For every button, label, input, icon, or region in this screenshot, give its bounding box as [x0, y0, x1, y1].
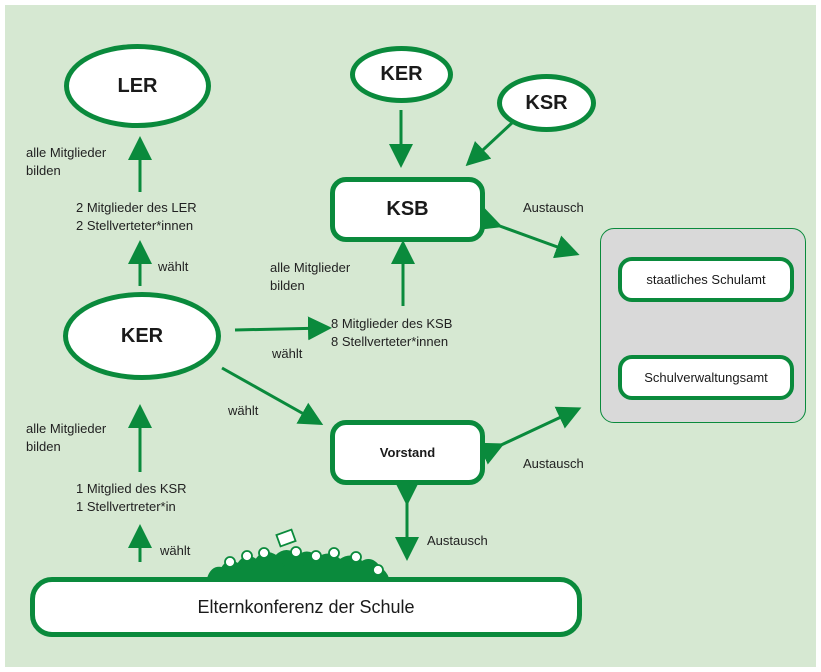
- ksb-form-label: alle Mitglieder bilden: [270, 260, 351, 293]
- arrow-ksr-to-ksb: [465, 120, 515, 167]
- elternkonferenz-node: Elternkonferenz der Schule: [30, 577, 582, 637]
- ksr-members-label: 1 Mitglied des KSR 1 Stellvertreter*in: [76, 481, 187, 514]
- vorstand-label: Vorstand: [379, 445, 436, 460]
- ker-main-label: KER: [120, 324, 164, 347]
- ler-label: LER: [117, 74, 158, 97]
- ksb-members-label: 8 Mitglieder des KSB 8 Stellverteter*inn…: [331, 316, 453, 349]
- schulverwaltungsamt-node: Schulverwaltungsamt: [618, 355, 794, 400]
- ksb-elect-label: wählt: [272, 346, 303, 361]
- ker-form-label: alle Mitglieder bilden: [26, 421, 107, 454]
- ler-form-label: alle Mitglieder bilden: [26, 145, 107, 178]
- vorstand-node: Vorstand: [330, 420, 485, 485]
- arrow-ksb-exchange: [475, 207, 580, 259]
- exchange-vorstand-label: Austausch: [523, 456, 584, 471]
- ler-elect-label: wählt: [158, 259, 189, 274]
- ksr-node: KSR: [497, 74, 596, 132]
- arrow-ker-to-vorstand: [221, 366, 324, 425]
- exchange-elternkonferenz-label: Austausch: [427, 533, 488, 548]
- schulverwaltungsamt-label: Schulverwaltungsamt: [644, 370, 768, 385]
- vorstand-elect-label: wählt: [228, 403, 259, 418]
- ksb-label: KSB: [386, 198, 429, 220]
- elternkonferenz-label: Elternkonferenz der Schule: [197, 596, 415, 617]
- ler-members-label: 2 Mitglieder des LER 2 Stellverteter*inn…: [76, 200, 197, 233]
- ker-main-node: KER: [63, 292, 221, 380]
- ker-top-label: KER: [380, 63, 423, 85]
- arrow-ker-to-ksb-members: [234, 316, 332, 341]
- schulamt-label: staatliches Schulamt: [646, 272, 766, 287]
- crowd-illustration: [206, 528, 390, 579]
- ker-top-node: KER: [350, 46, 453, 103]
- ksb-node: KSB: [330, 177, 485, 242]
- arrow-vorstand-exchange: [477, 406, 582, 465]
- ker-elect-label: wählt: [160, 543, 191, 558]
- exchange-ksb-label: Austausch: [523, 200, 584, 215]
- schulamt-node: staatliches Schulamt: [618, 257, 794, 302]
- ksr-label: KSR: [525, 91, 568, 114]
- ler-node: LER: [64, 44, 211, 128]
